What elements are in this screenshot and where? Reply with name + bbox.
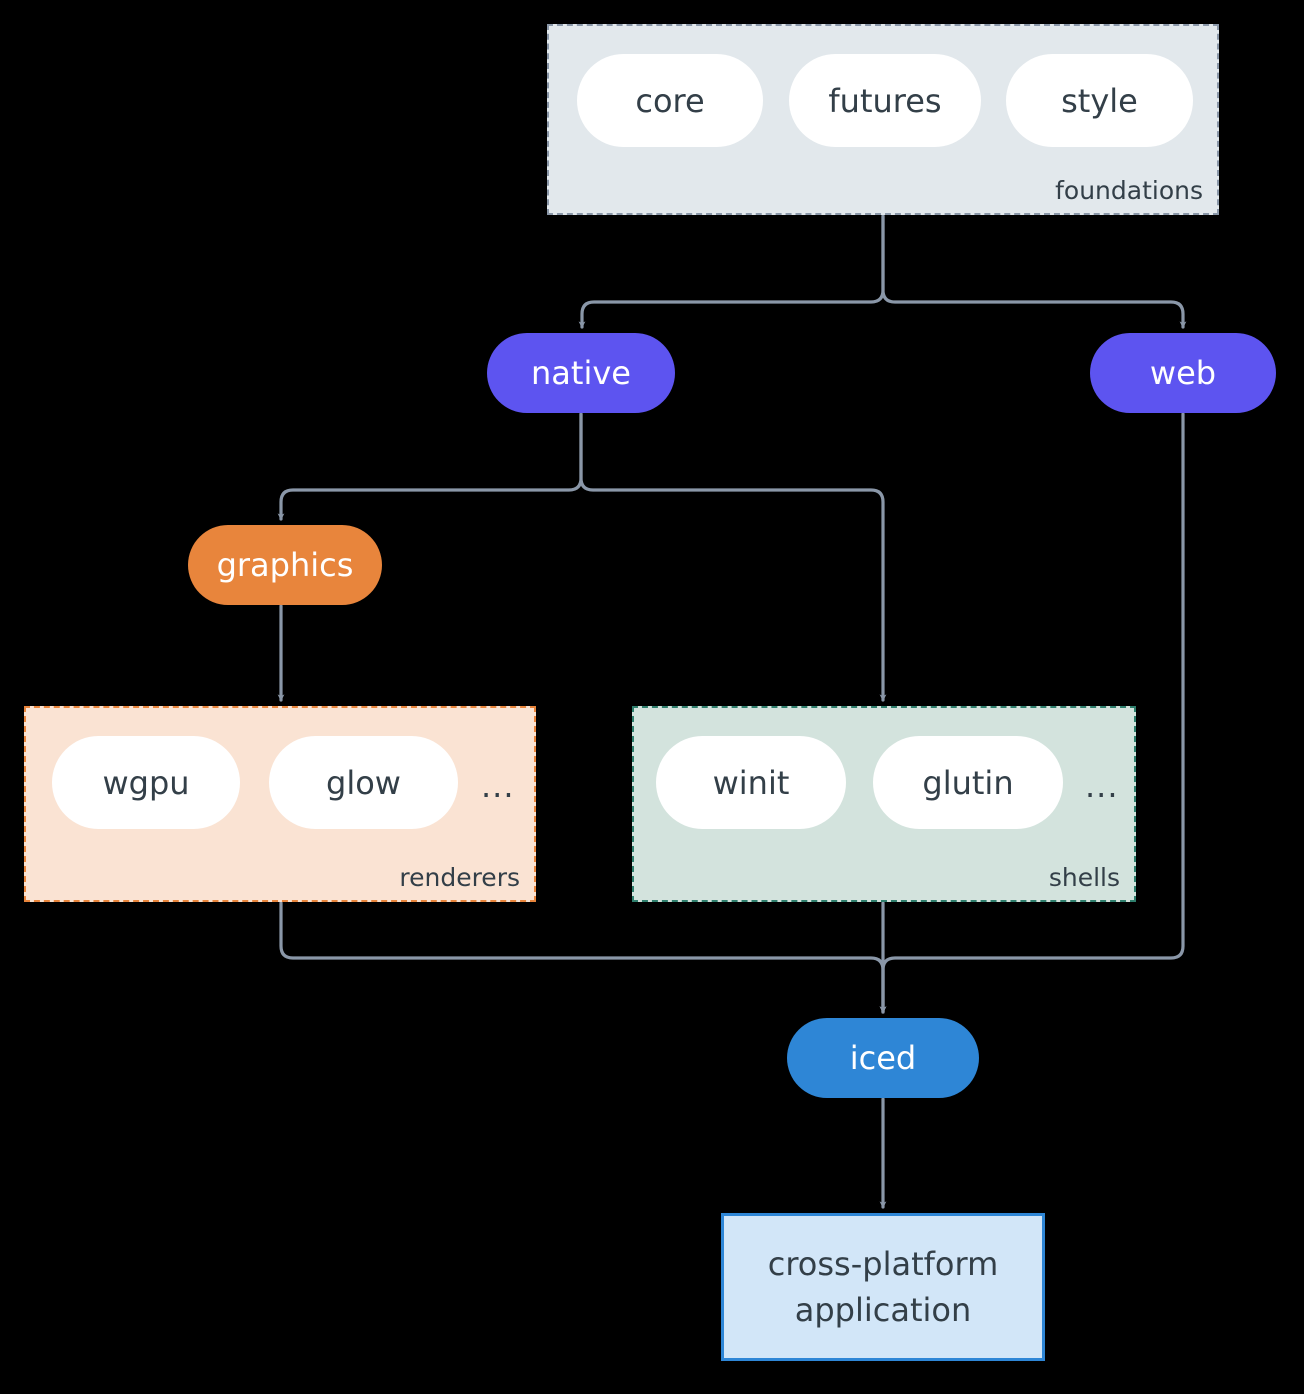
node-iced[interactable]: iced <box>787 1018 979 1098</box>
node-graphics[interactable]: graphics <box>188 525 382 605</box>
edge-native-shells <box>579 412 887 702</box>
node-core[interactable]: core <box>577 54 763 147</box>
shells-more-ellipsis: ... <box>1085 767 1119 805</box>
node-graphics-label: graphics <box>216 546 354 584</box>
node-native[interactable]: native <box>487 333 675 413</box>
cluster-foundations-label: foundations <box>1055 176 1203 205</box>
node-glow-label: glow <box>326 763 401 802</box>
node-cross-platform-application[interactable]: cross-platform application <box>721 1213 1045 1361</box>
cluster-shells: winit glutin ... shells <box>632 706 1136 902</box>
node-winit-label: winit <box>712 763 790 802</box>
node-wgpu[interactable]: wgpu <box>52 736 240 829</box>
node-style[interactable]: style <box>1006 54 1193 147</box>
node-iced-label: iced <box>849 1039 917 1077</box>
renderers-more-ellipsis: ... <box>481 767 515 805</box>
node-style-label: style <box>1061 81 1138 120</box>
node-glutin[interactable]: glutin <box>873 736 1063 829</box>
node-core-label: core <box>635 81 705 120</box>
cluster-renderers: wgpu glow ... renderers <box>24 706 536 902</box>
cluster-foundations: core futures style foundations <box>547 24 1219 215</box>
edge-renderers-iced <box>279 901 887 1014</box>
node-winit[interactable]: winit <box>656 736 846 829</box>
application-label-line1: cross-platform <box>767 1244 999 1283</box>
node-native-label: native <box>531 354 631 392</box>
node-glutin-label: glutin <box>922 763 1014 802</box>
cluster-shells-label: shells <box>1048 863 1120 892</box>
node-wgpu-label: wgpu <box>102 763 190 802</box>
cluster-renderers-label: renderers <box>399 863 520 892</box>
node-futures[interactable]: futures <box>789 54 981 147</box>
edge-native-graphics <box>277 412 583 521</box>
application-label-line2: application <box>794 1291 972 1329</box>
node-web-label: web <box>1149 354 1217 392</box>
edge-foundations-native <box>578 214 885 329</box>
edge-foundations-web <box>881 214 1187 329</box>
node-glow[interactable]: glow <box>269 736 458 829</box>
node-futures-label: futures <box>828 81 942 120</box>
edge-web-iced <box>879 412 1185 1014</box>
node-web[interactable]: web <box>1090 333 1276 413</box>
